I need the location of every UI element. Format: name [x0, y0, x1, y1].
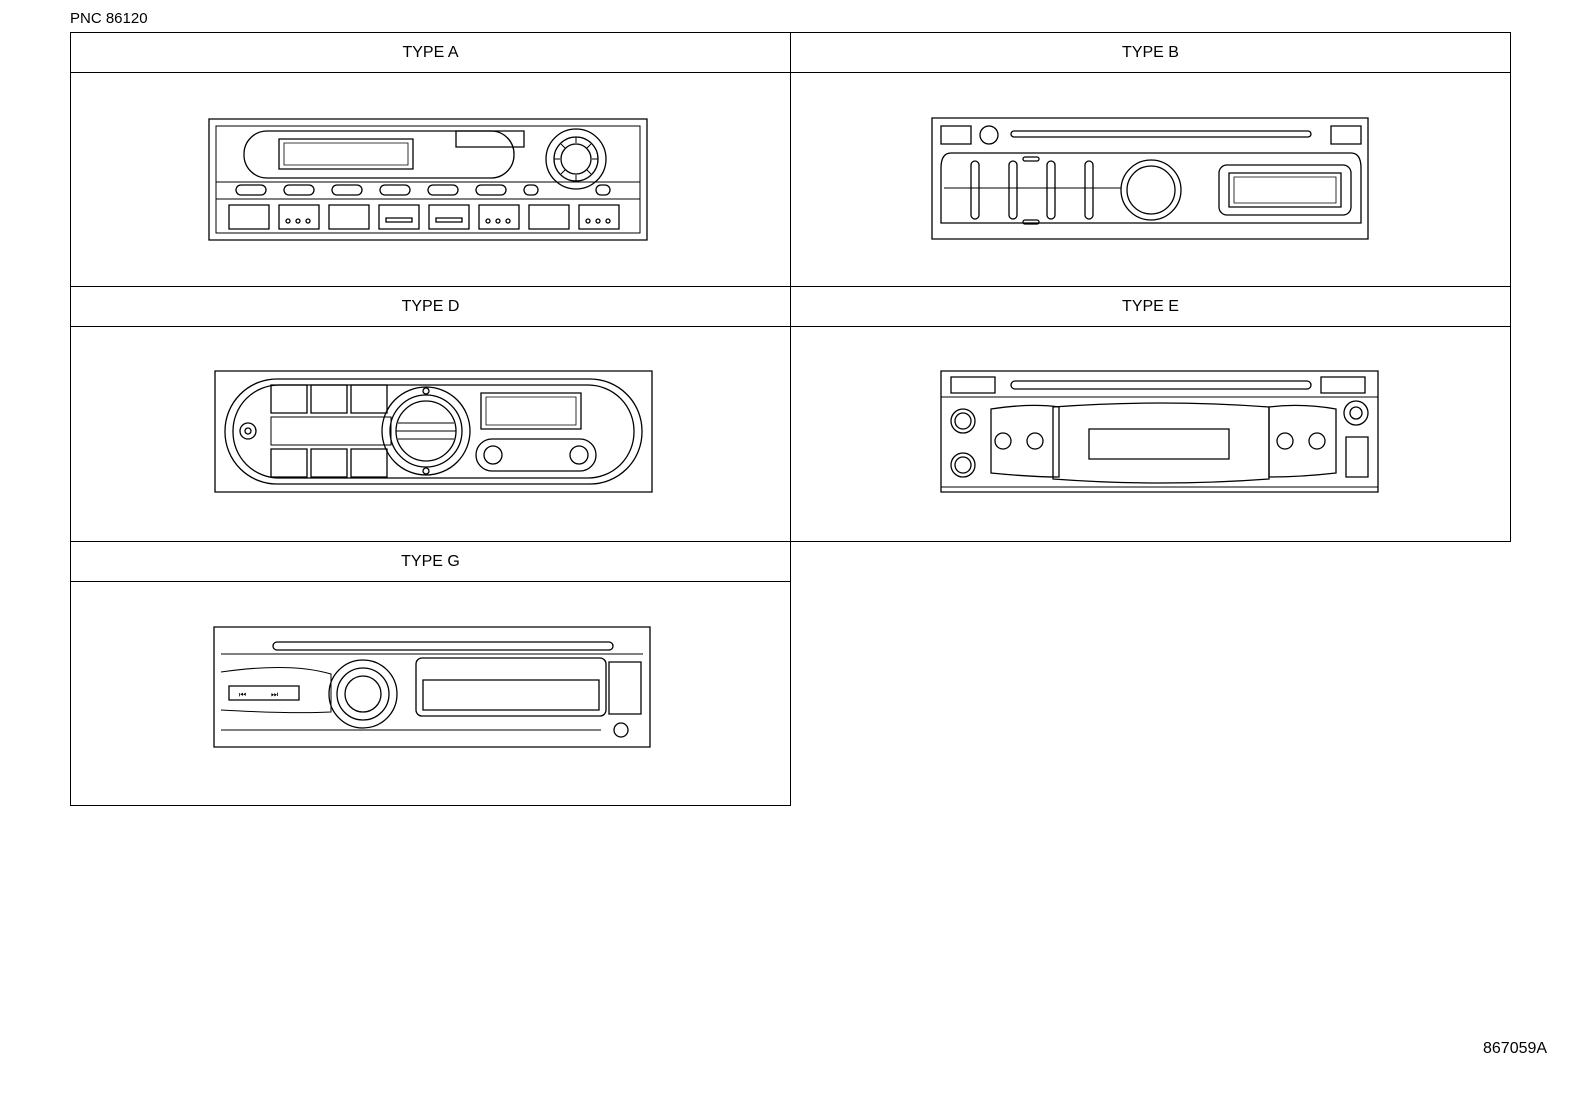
- panel-type-a: TYPE A: [70, 32, 791, 287]
- radio-type-e-illustration: [791, 327, 1510, 541]
- panel-type-b: TYPE B: [790, 32, 1511, 287]
- panel-title: TYPE D: [71, 287, 790, 327]
- panel-type-g: TYPE G ⏮ ⏭: [70, 541, 791, 806]
- panel-title: TYPE B: [791, 33, 1510, 73]
- svg-text:⏮: ⏮: [239, 690, 246, 699]
- radio-type-a-illustration: [71, 73, 790, 286]
- panel-title: TYPE A: [71, 33, 790, 73]
- pnc-label: PNC 86120: [70, 10, 148, 27]
- document-id: 867059A: [1483, 1040, 1548, 1057]
- svg-text:⏭: ⏭: [271, 690, 278, 699]
- panel-type-e: TYPE E: [790, 286, 1511, 542]
- radio-type-g-illustration: ⏮ ⏭: [71, 582, 790, 805]
- panel-title: TYPE E: [791, 287, 1510, 327]
- radio-type-d-illustration: [71, 327, 790, 541]
- radio-type-b-illustration: [791, 73, 1510, 286]
- panel-title: TYPE G: [71, 542, 790, 582]
- panel-type-d: TYPE D: [70, 286, 791, 542]
